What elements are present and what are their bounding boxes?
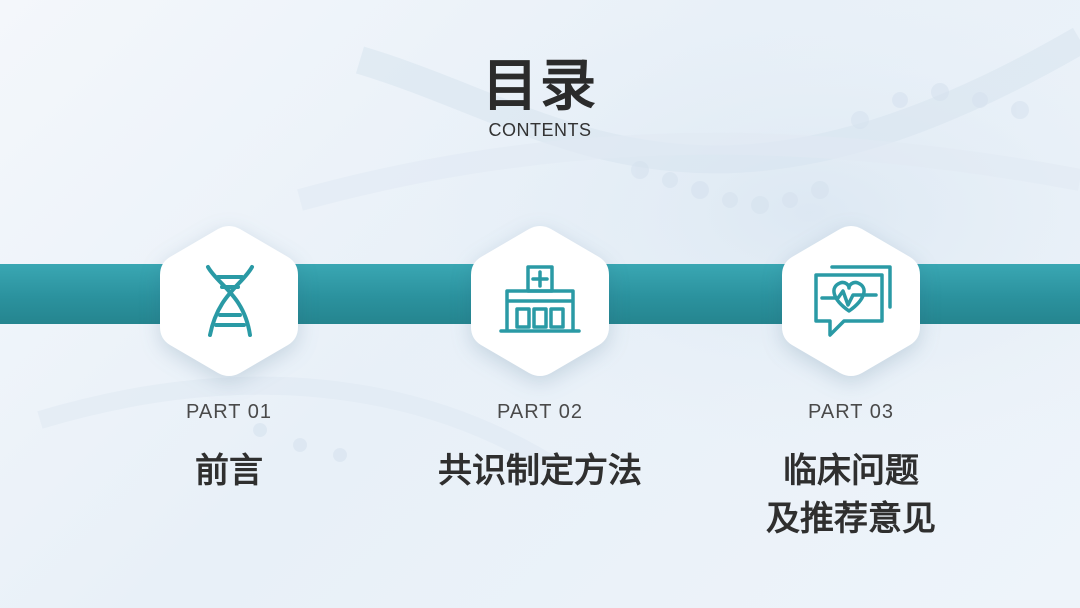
part-01-hexagon xyxy=(158,225,300,377)
part-02-title: 共识制定方法 xyxy=(438,451,642,491)
hospital-icon xyxy=(499,265,581,333)
part-03-hexagon xyxy=(780,225,922,377)
heartbeat-chat-icon xyxy=(814,265,892,337)
part-03-label: PART 03 xyxy=(808,401,894,423)
part-02-label: PART 02 xyxy=(497,401,583,423)
title-block: 目录 CONTENTS xyxy=(0,0,1080,160)
part-01-label: PART 01 xyxy=(186,401,272,423)
page-subtitle: CONTENTS xyxy=(488,120,592,140)
part-03-title: 临床问题 及推荐意见 xyxy=(766,451,936,539)
part-01-title: 前言 xyxy=(195,451,263,491)
dna-icon xyxy=(206,265,254,337)
page-title: 目录 xyxy=(482,54,598,119)
part-02-hexagon xyxy=(469,225,611,377)
